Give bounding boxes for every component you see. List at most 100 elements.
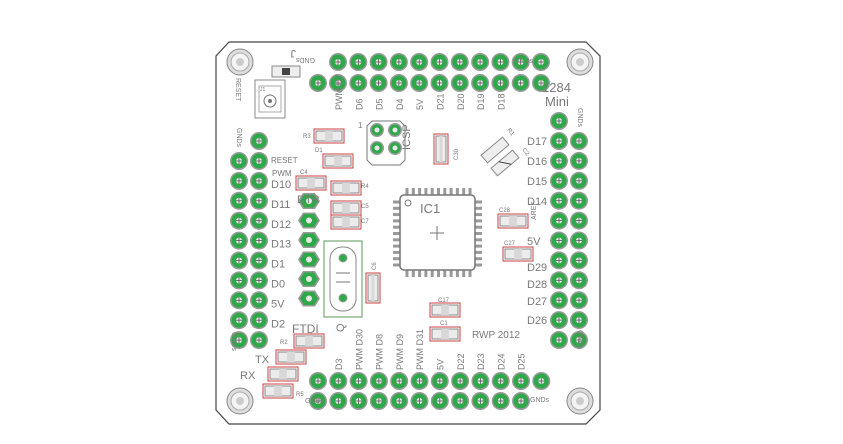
mounting-hole-bottom-left <box>226 387 254 415</box>
ic1-label: IC1 <box>420 201 440 216</box>
right-pad-inner <box>550 251 568 270</box>
part-c7-label: C7 <box>361 219 369 225</box>
ftdi-label: FTDI <box>292 322 319 336</box>
bottom-pin-label: D22 <box>456 353 466 370</box>
top-header-pads <box>309 53 550 92</box>
part-c1: C1 <box>429 321 461 342</box>
left-gnd-bottom-label: GNDs <box>230 332 237 352</box>
top-pad-outer <box>329 53 347 71</box>
icsp-pin1-label: 1 <box>358 121 363 130</box>
bottom-pad-inner <box>451 372 470 390</box>
right-gnd-top-label: GNDs <box>576 108 583 128</box>
right-gnd-bottom-label: GNDs <box>576 330 583 350</box>
part-r5: R5 <box>262 383 304 399</box>
icsp-pad <box>370 123 384 137</box>
part-r1-label: R1 <box>505 127 515 137</box>
right-pad-inner <box>550 171 568 190</box>
part-c4: C4 <box>295 170 327 191</box>
bottom-pad-inner <box>349 372 368 390</box>
right-pad-inner <box>550 311 568 330</box>
left-pad-outer <box>230 171 248 190</box>
right-pad-outer <box>570 171 588 190</box>
left-pin-label: D0 <box>271 279 285 291</box>
part-tx-led <box>275 349 307 365</box>
right-pin-label: D27 <box>527 296 547 308</box>
right-pin-label: D28 <box>527 279 547 291</box>
bottom-pin-label: D3 <box>334 358 344 370</box>
crystal-q <box>323 240 363 318</box>
ftdi-pad <box>298 290 320 307</box>
ftdi-header-pads <box>298 193 320 307</box>
part-c27-label: C27 <box>504 241 516 247</box>
bottom-pad-outer <box>329 392 348 410</box>
top-pad-outer <box>471 53 490 71</box>
top-pad-inner <box>450 74 469 92</box>
part-c30: C30 <box>433 133 460 165</box>
part-c7: C7 <box>330 214 369 230</box>
left-pad-inner <box>250 191 268 210</box>
left-pin-label: D13 <box>271 239 291 251</box>
right-pad-inner <box>550 132 568 150</box>
top-pad-inner <box>511 74 530 92</box>
left-pad-outer <box>230 311 248 330</box>
left-pad-inner <box>250 251 268 270</box>
icsp-label: ICSP <box>401 124 413 150</box>
part-r1-angled <box>480 136 510 164</box>
left-pin-label: D12 <box>271 219 291 231</box>
right-pin-label: D15 <box>527 176 547 188</box>
ic1-chip <box>393 188 482 277</box>
bottom-pin-label: D23 <box>476 353 486 370</box>
bottom-pad-outer <box>309 392 327 410</box>
right-pin-label: AREF <box>531 201 538 220</box>
part-c6-label: C6 <box>372 262 378 270</box>
bottom-pad-inner <box>430 372 449 390</box>
part-c28-label: C28 <box>499 208 511 214</box>
right-pad-outer <box>570 251 588 270</box>
bottom-pad-inner <box>471 372 490 390</box>
right-pin-label: D26 <box>527 315 547 327</box>
top-pad-outer <box>532 53 550 71</box>
left-pad-outer <box>230 211 248 230</box>
right-pin-label: D14 <box>527 196 547 208</box>
left-pad-outer <box>230 231 248 250</box>
bottom-pin-label: D24 <box>496 353 506 370</box>
bottom-pin-label: PWM D9 <box>395 334 405 370</box>
top-pad-outer <box>450 53 469 71</box>
right-pad-outer <box>570 271 588 290</box>
bottom-header-pads <box>309 372 551 410</box>
part-r2-label: R2 <box>280 340 288 346</box>
top-pin-label: 5V <box>415 99 425 110</box>
part-r2: R2 <box>280 333 325 349</box>
ftdi-pad <box>298 232 320 248</box>
right-pad-outer <box>570 231 588 250</box>
mounting-hole-top-right <box>566 48 594 76</box>
bottom-pin-label: 5V <box>436 359 446 370</box>
part-d1: D1 <box>315 148 354 169</box>
right-pin-label: D17 <box>527 136 547 148</box>
icsp-pad <box>388 123 402 137</box>
left-pwm-note: PWM <box>272 169 292 178</box>
top-pad-inner <box>532 74 550 92</box>
right-pad-inner <box>550 112 568 130</box>
rx-label: RX <box>240 370 256 382</box>
right-pad-inner <box>550 271 568 290</box>
bottom-pin-label: PWM D31 <box>415 329 425 370</box>
part-c17-label: C17 <box>438 298 450 304</box>
bottom-pad-inner <box>369 372 388 390</box>
top-pad-inner <box>349 74 368 92</box>
part-c27: C27 <box>502 241 534 262</box>
right-pad-outer <box>570 331 588 349</box>
top-pad-outer <box>430 53 449 71</box>
left-pin-label: D1 <box>271 259 285 271</box>
top-pin-label: D20 <box>456 93 466 110</box>
bottom-pad-outer <box>430 392 449 410</box>
bottom-pad-outer <box>471 392 490 410</box>
part-c1-label: C1 <box>440 321 448 327</box>
right-pad-inner <box>550 211 568 230</box>
left-pin-label: D10 <box>271 179 291 191</box>
